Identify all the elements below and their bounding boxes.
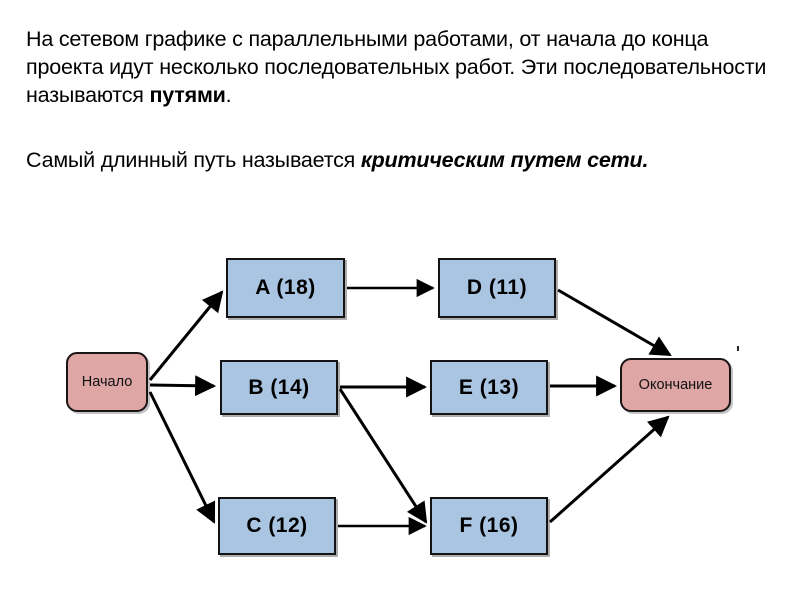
paragraph-1-segment-2: . [225,82,232,107]
edge-b-to-f [338,388,428,524]
network-diagram-edges [148,278,672,536]
node-start[interactable]: Начало [66,352,148,412]
node-task-e-label: E (13) [458,375,520,399]
node-end-label: Окончание [638,377,713,393]
paragraph-1-segment-1: путями [149,82,226,107]
paragraph-2-segment-1: критическим путем сети. [360,147,649,172]
slide-text-block: На сетевом графике с параллельными работ… [26,26,778,175]
node-task-c-label: C (12) [246,514,308,537]
edge-start-to-b [149,375,217,397]
edge-start-to-c [148,391,216,524]
diagram-speck-artifact [737,346,739,351]
paragraph-1-segment-0: На сетевом графике с параллельными работ… [26,27,767,107]
edge-start-to-a [148,290,224,381]
network-diagram: Начало A (18) B (14) C (12) D (11) E (13… [0,228,800,600]
node-task-f-label: F (16) [459,514,519,537]
paragraph-definition-paths: На сетевом графике с параллельными работ… [26,26,778,110]
paragraph-definition-critical-path: Самый длинный путь называется критически… [26,147,778,175]
node-task-d[interactable]: D (11) [438,258,556,318]
edge-f-to-end [549,415,670,524]
paragraph-2-segment-0: Самый длинный путь называется [26,147,361,172]
node-task-f[interactable]: F (16) [430,497,548,555]
node-task-b[interactable]: B (14) [220,360,338,415]
node-start-label: Начало [81,374,133,390]
node-task-b-label: B (14) [248,375,310,399]
node-task-a[interactable]: A (18) [226,258,345,318]
edge-d-to-end [557,288,672,357]
node-task-d-label: D (11) [466,276,528,299]
node-end[interactable]: Окончание [620,358,731,412]
node-task-e[interactable]: E (13) [430,360,548,415]
node-task-c[interactable]: C (12) [218,497,336,555]
node-task-a-label: A (18) [255,276,316,299]
